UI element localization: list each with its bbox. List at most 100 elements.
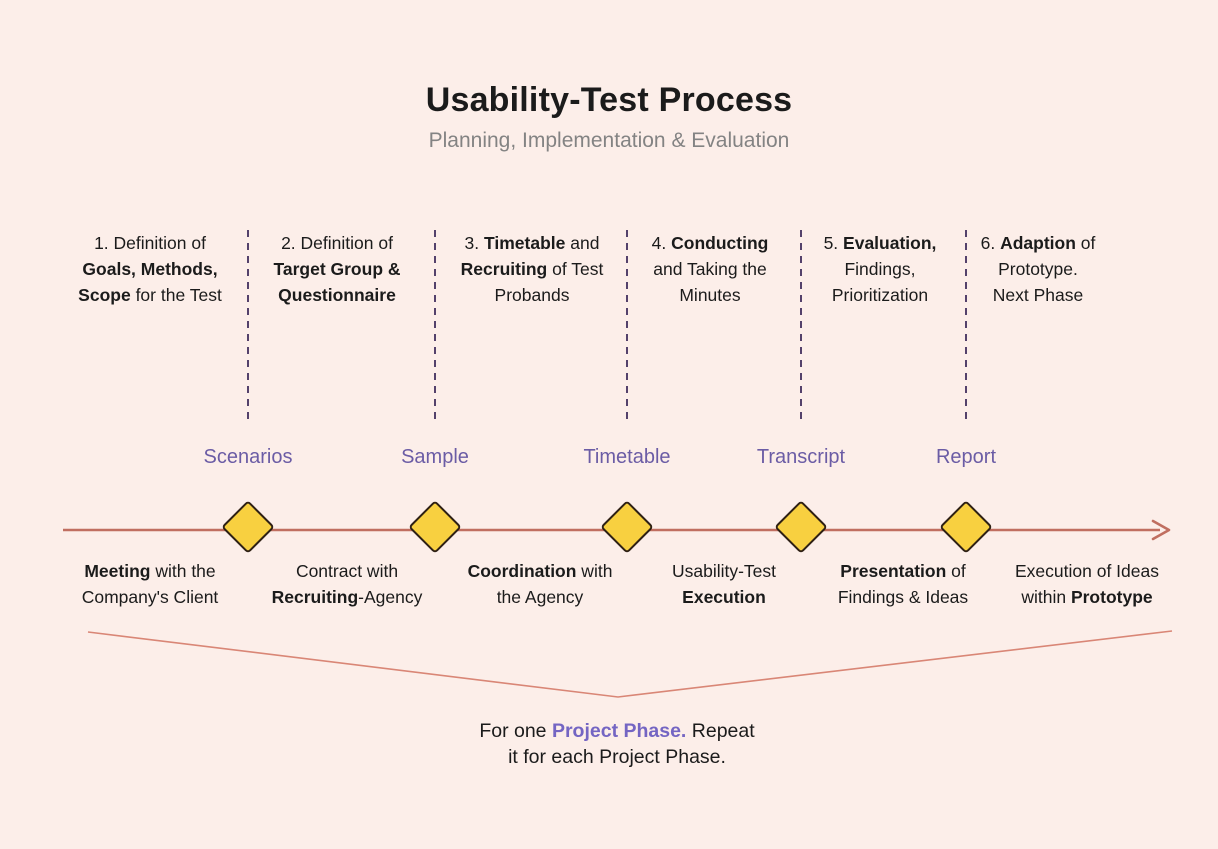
text-segment: Presentation xyxy=(840,561,947,581)
text-segment: Evaluation, xyxy=(843,233,937,253)
text-line: Findings, xyxy=(806,256,954,282)
text-line: Next Phase xyxy=(964,282,1112,308)
text-line: and Taking the xyxy=(632,256,788,282)
funnel-v-line xyxy=(87,630,1173,698)
text-segment: Meeting xyxy=(84,561,151,581)
text-segment: and Taking the xyxy=(653,259,767,279)
page-title: Usability-Test Process xyxy=(425,81,793,119)
text-line: Recruiting of Test xyxy=(442,256,622,282)
text-segment: Company's Client xyxy=(81,587,219,607)
text-line: Recruiting-Agency xyxy=(247,584,447,610)
text-segment: Next Phase xyxy=(992,285,1084,305)
text-segment: it for each Project Phase. xyxy=(508,746,726,768)
text-segment: and xyxy=(565,233,600,253)
text-segment: Findings & Ideas xyxy=(837,587,969,607)
text-line: Goals, Methods, xyxy=(52,256,248,282)
header: Usability-Test Process Planning, Impleme… xyxy=(0,80,1218,154)
text-line: the Agency xyxy=(440,584,640,610)
text-line: Coordination with xyxy=(440,558,640,584)
text-segment: with the xyxy=(150,561,216,581)
text-segment: Repeat xyxy=(686,720,755,742)
text-line: 4. Conducting xyxy=(632,230,788,256)
text-segment: -Agency xyxy=(358,587,423,607)
text-segment: Recruiting xyxy=(460,259,548,279)
text-line: Scope for the Test xyxy=(52,282,248,308)
text-segment: of xyxy=(1075,233,1096,253)
milestone-diamond-icon xyxy=(408,500,462,554)
text-segment: Prototype xyxy=(1070,587,1153,607)
text-line: within Prototype xyxy=(984,584,1190,610)
text-segment: For one xyxy=(479,720,552,742)
text-line: Findings & Ideas xyxy=(803,584,1003,610)
text-line: Presentation of xyxy=(803,558,1003,584)
text-line: Probands xyxy=(442,282,622,308)
text-line: Usability-Test xyxy=(624,558,824,584)
milestone-label-timetable: Timetable xyxy=(583,446,671,468)
phase-step-2: 2. Definition of Target Group & Questionna… xyxy=(252,230,422,308)
text-segment: Conducting xyxy=(671,233,769,253)
text-line: Company's Client xyxy=(50,584,250,610)
text-segment: Recruiting xyxy=(271,587,359,607)
text-line: Prioritization xyxy=(806,282,954,308)
text-segment: 3. xyxy=(464,233,485,253)
text-segment: Usability-Test xyxy=(671,561,777,581)
note-line: For one Project Phase. Repeat xyxy=(367,718,867,744)
text-segment: Project Phase. xyxy=(551,720,687,742)
dashed-divider xyxy=(965,230,967,420)
dashed-divider xyxy=(800,230,802,420)
text-segment: of xyxy=(946,561,966,581)
text-segment: Contract with xyxy=(295,561,399,581)
text-segment: Goals, Methods, xyxy=(82,259,218,279)
dashed-divider xyxy=(247,230,249,420)
text-segment: Minutes xyxy=(679,285,741,305)
activity-description-6: Execution of Ideas within Prototype xyxy=(984,558,1190,610)
text-segment: Target Group & xyxy=(273,259,401,279)
milestone-diamond-icon xyxy=(600,500,654,554)
dashed-divider xyxy=(626,230,628,420)
text-line: 2. Definition of xyxy=(252,230,422,256)
text-line: 3. Timetable and xyxy=(442,230,622,256)
text-line: Execution xyxy=(624,584,824,610)
milestone-label-sample: Sample xyxy=(401,446,469,468)
text-segment: Findings, xyxy=(844,259,916,279)
text-line: 1. Definition of xyxy=(52,230,248,256)
text-segment: Prioritization xyxy=(831,285,929,305)
text-segment: 6. xyxy=(980,233,1001,253)
text-segment: 2. Definition of xyxy=(281,233,393,253)
milestone-label-scenarios: Scenarios xyxy=(203,446,293,468)
text-segment: 4. xyxy=(651,233,672,253)
milestone-label-transcript: Transcript xyxy=(756,446,846,468)
text-line: Target Group & xyxy=(252,256,422,282)
text-segment: Probands xyxy=(494,285,570,305)
dashed-divider xyxy=(434,230,436,420)
timeline-arrowhead-icon xyxy=(1151,519,1171,541)
text-segment: Execution of Ideas xyxy=(1015,561,1159,581)
text-segment: Prototype. xyxy=(998,259,1078,279)
milestone-diamond-icon xyxy=(939,500,993,554)
text-line: 6. Adaption of xyxy=(964,230,1112,256)
milestone-diamond-icon xyxy=(221,500,275,554)
text-segment: Timetable xyxy=(484,233,566,253)
text-segment: Coordination xyxy=(467,561,577,581)
text-segment: 1. Definition of xyxy=(94,233,206,253)
milestone-diamond-icon xyxy=(774,500,828,554)
text-segment: for the Test xyxy=(130,285,222,305)
text-segment: with xyxy=(576,561,613,581)
text-line: Contract with xyxy=(247,558,447,584)
text-segment: Adaption xyxy=(1000,233,1076,253)
text-line: Minutes xyxy=(632,282,788,308)
phase-step-1: 1. Definition of Goals, Methods, Scope for… xyxy=(52,230,248,308)
text-segment: Questionnaire xyxy=(278,285,396,305)
text-segment: within xyxy=(1021,587,1071,607)
text-line: 5. Evaluation, xyxy=(806,230,954,256)
